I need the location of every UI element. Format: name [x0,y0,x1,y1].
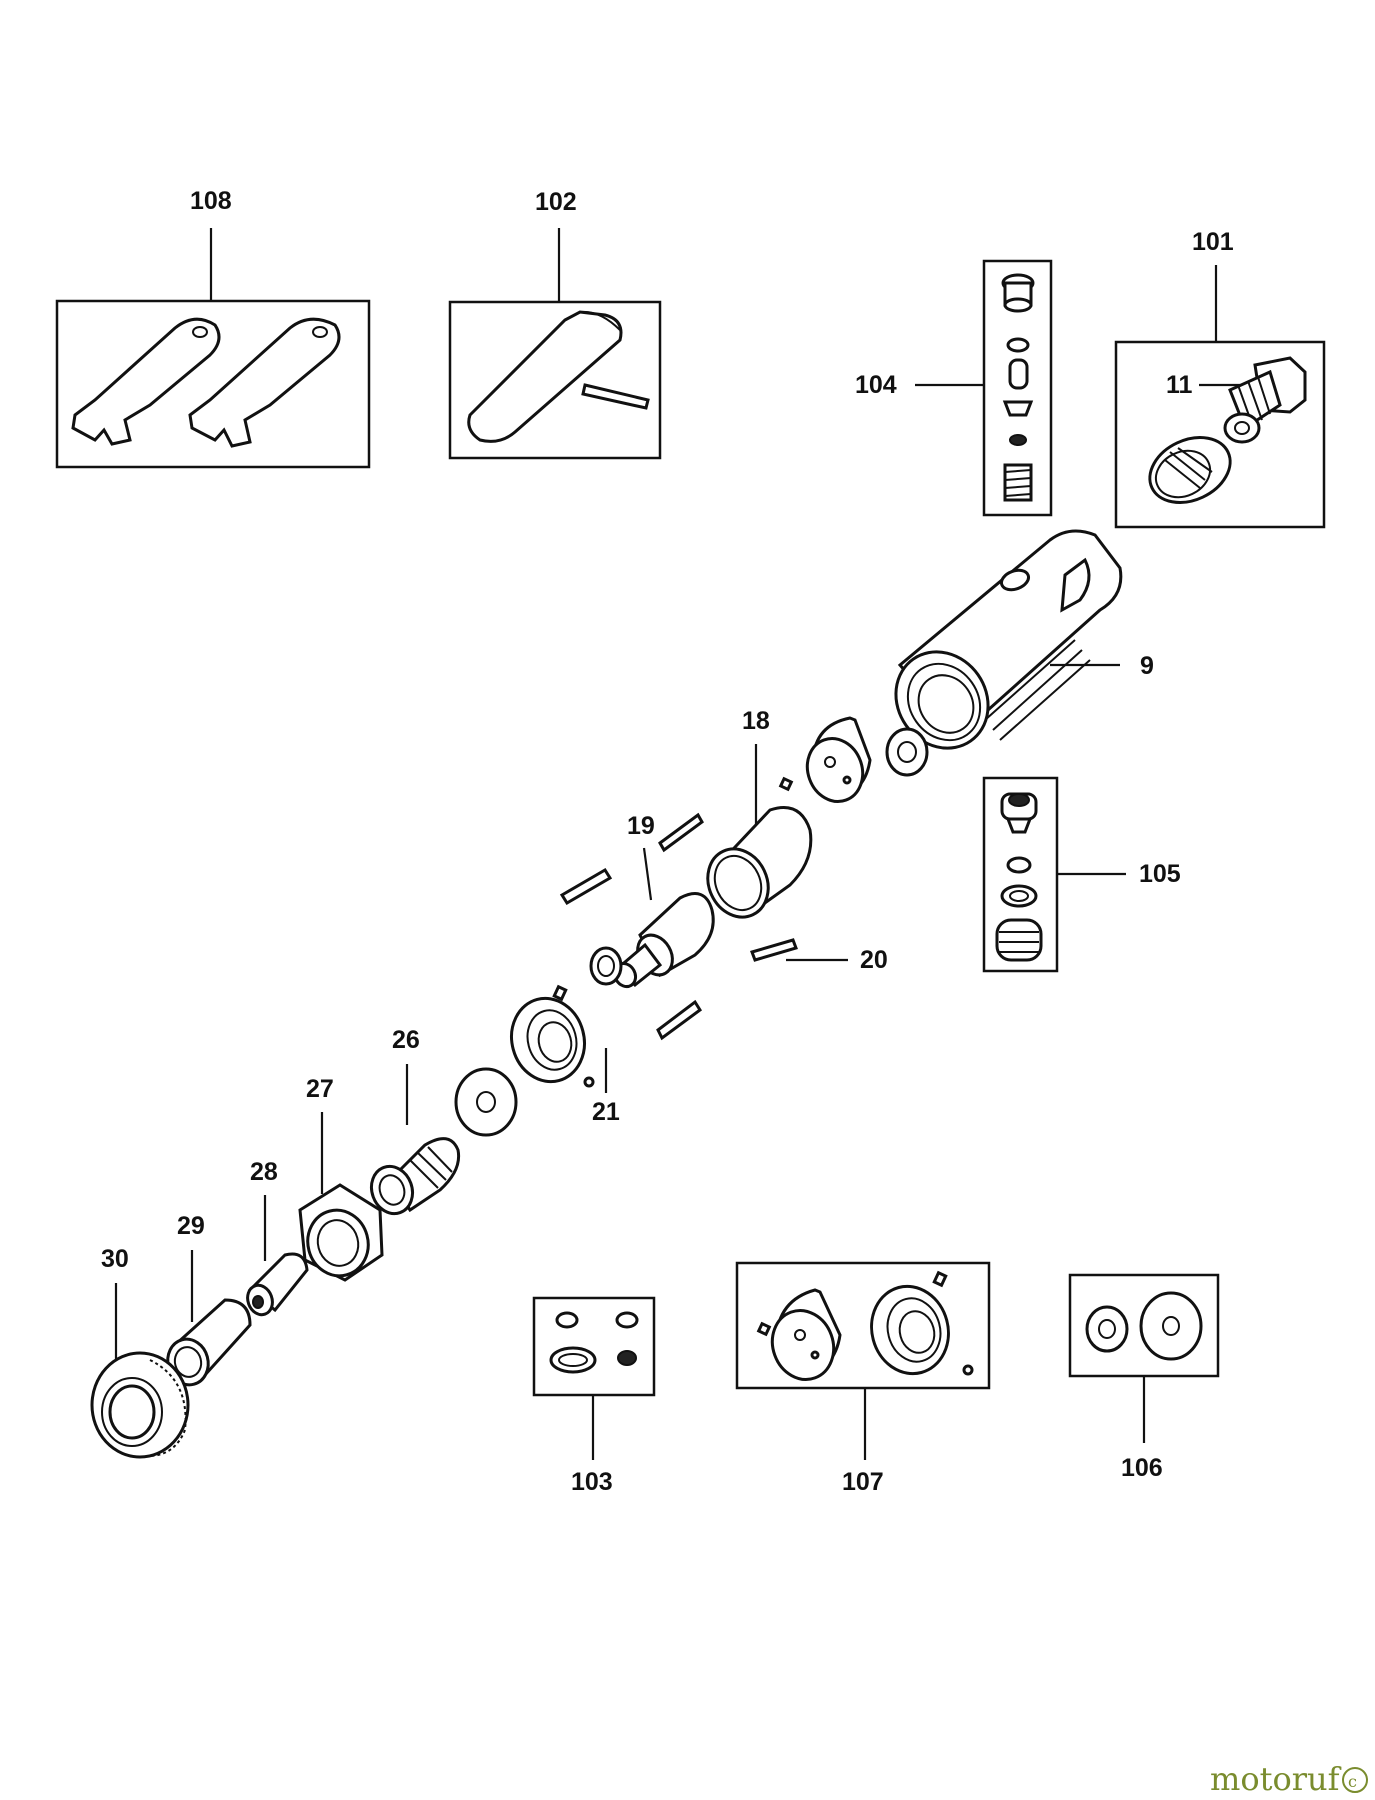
callout-107: 107 [842,1468,884,1496]
end-plate-kit-107 [756,1270,974,1381]
bearing-and-fitting [1148,356,1307,504]
end-plate-18a [778,716,872,803]
callout-11: 11 [1166,371,1193,399]
callout-28: 28 [250,1158,278,1186]
box-103 [532,1296,656,1397]
callout-26: 26 [392,1026,420,1054]
callout-106: 106 [1121,1454,1163,1482]
callout-29: 29 [177,1212,205,1240]
leader-19 [642,847,653,901]
washer-9a [885,727,929,777]
sleeve-29 [166,1298,252,1387]
svg-text:c: c [1348,1772,1357,1791]
box-104 [982,259,1053,517]
callout-19: 19 [627,812,655,840]
callout-104: 104 [855,371,897,399]
housing-9 [894,529,1123,750]
nut-27 [298,1183,384,1282]
callout-105: 105 [1139,860,1181,888]
callout-9: 9 [1140,652,1154,680]
spanner-pair [71,317,341,448]
box-102 [448,300,662,460]
cylinder-18 [706,806,813,919]
copyright-icon: c [1342,1767,1368,1793]
valve-stack-105 [995,792,1043,962]
callout-20: 20 [860,946,888,974]
lever-with-pin [467,310,650,443]
washer-26a [454,1067,518,1137]
collet-28 [246,1252,309,1317]
washer-set-106 [1085,1291,1203,1361]
callout-30: 30 [101,1245,129,1273]
callout-108: 108 [190,187,232,215]
rotor-19 [612,892,715,989]
sleeve-26 [369,1137,461,1216]
box-108 [55,299,371,469]
box-101 [1114,340,1326,529]
valve-stack-104 [1001,273,1035,502]
callout-27: 27 [306,1075,334,1103]
callout-103: 103 [571,1468,613,1496]
callout-21: 21 [592,1098,620,1126]
end-plate-front [510,984,595,1088]
watermark-logo: motoruf [1210,1760,1342,1798]
ring-21 [589,946,623,986]
box-107 [735,1261,991,1390]
o-ring-set-103 [549,1311,639,1374]
knurled-ring-30 [90,1351,190,1459]
vanes-20 [559,812,798,1041]
callout-18: 18 [742,707,770,735]
callout-102: 102 [535,188,577,216]
callout-101: 101 [1192,228,1234,256]
